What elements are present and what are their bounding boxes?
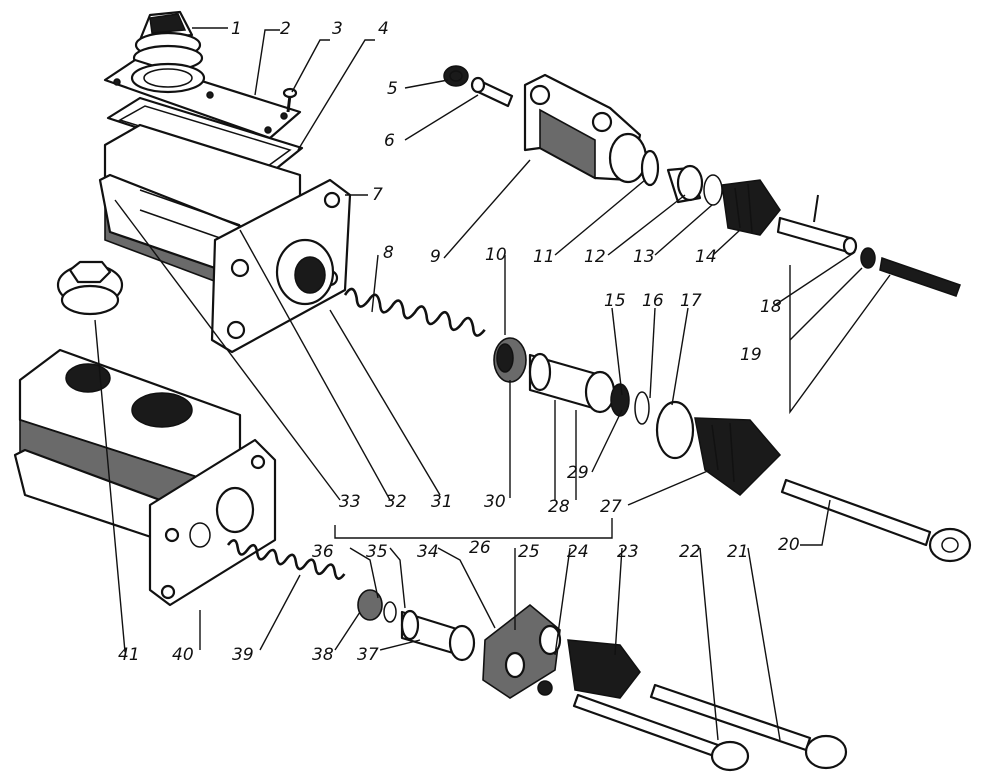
callout-25: 25 bbox=[518, 542, 540, 562]
lower-reservoir-cap bbox=[56, 260, 124, 316]
cup-10 bbox=[493, 337, 527, 383]
callout-28: 28 bbox=[548, 497, 570, 517]
callout-15: 15 bbox=[604, 291, 626, 311]
rod-21 bbox=[649, 683, 848, 770]
callout-4: 4 bbox=[378, 19, 389, 39]
lower-mounting-flange bbox=[148, 438, 277, 607]
callout-6: 6 bbox=[384, 131, 395, 151]
flange-25 bbox=[482, 603, 562, 699]
seal-11 bbox=[640, 149, 660, 187]
slave-cylinder-body-9 bbox=[523, 73, 648, 184]
piston-37 bbox=[400, 609, 476, 662]
callout-31: 31 bbox=[431, 492, 453, 512]
callout-39: 39 bbox=[232, 645, 254, 665]
callout-30: 30 bbox=[484, 492, 506, 512]
callout-29: 29 bbox=[567, 463, 589, 483]
callout-18: 18 bbox=[760, 297, 782, 317]
callout-17: 17 bbox=[680, 291, 702, 311]
callout-27: 27 bbox=[600, 497, 622, 517]
callout-10: 10 bbox=[485, 245, 507, 265]
callout-1: 1 bbox=[231, 19, 242, 39]
piston-28 bbox=[528, 352, 616, 414]
callout-2: 2 bbox=[280, 19, 291, 39]
pushrod-20 bbox=[780, 478, 972, 563]
callout-20: 20 bbox=[778, 535, 800, 555]
callout-labels: 1 2 3 4 5 6 7 8 9 10 11 12 13 14 15 16 1… bbox=[118, 19, 800, 665]
nut-24 bbox=[537, 680, 553, 696]
callout-33: 33 bbox=[339, 492, 361, 512]
callout-41: 41 bbox=[118, 645, 140, 665]
callout-38: 38 bbox=[312, 645, 334, 665]
seal-15 bbox=[610, 383, 630, 417]
spring-8 bbox=[343, 287, 486, 337]
callout-12: 12 bbox=[584, 247, 606, 267]
callout-7: 7 bbox=[372, 185, 383, 205]
callout-11: 11 bbox=[533, 247, 555, 267]
rod-22 bbox=[572, 693, 750, 772]
bleeder-screw-6 bbox=[470, 76, 514, 108]
sleeve-17 bbox=[655, 400, 695, 460]
callout-34: 34 bbox=[417, 542, 439, 562]
callout-32: 32 bbox=[385, 492, 407, 512]
nut-5 bbox=[443, 65, 469, 87]
upper-reservoir-cap bbox=[132, 10, 204, 72]
callout-24: 24 bbox=[567, 542, 589, 562]
callout-8: 8 bbox=[383, 243, 394, 263]
callout-16: 16 bbox=[642, 291, 664, 311]
piston-12 bbox=[666, 164, 704, 204]
boot-27 bbox=[694, 417, 782, 496]
leader-lines bbox=[94, 27, 891, 741]
callout-37: 37 bbox=[357, 645, 379, 665]
cup-38 bbox=[357, 589, 383, 621]
boot-14 bbox=[721, 179, 781, 236]
callout-21: 21 bbox=[727, 542, 749, 562]
callout-5: 5 bbox=[387, 79, 398, 99]
boot-23 bbox=[567, 639, 641, 699]
callout-36: 36 bbox=[312, 542, 334, 562]
upper-mounting-flange bbox=[210, 178, 352, 354]
callout-40: 40 bbox=[172, 645, 194, 665]
callout-14: 14 bbox=[695, 247, 717, 267]
callout-13: 13 bbox=[633, 247, 655, 267]
ring-16 bbox=[634, 391, 650, 425]
ring-36 bbox=[383, 601, 397, 623]
ring-13 bbox=[703, 174, 723, 206]
upper-cylinder-body bbox=[98, 123, 302, 302]
nut-19 bbox=[860, 247, 876, 269]
callout-9: 9 bbox=[430, 247, 441, 267]
callout-3: 3 bbox=[332, 19, 343, 39]
callout-22: 22 bbox=[679, 542, 701, 562]
pushrod-18 bbox=[776, 194, 858, 256]
callout-35: 35 bbox=[366, 542, 388, 562]
reservoir-cover-plate bbox=[103, 58, 302, 140]
threaded-rod-19 bbox=[879, 257, 961, 297]
callout-19: 19 bbox=[740, 345, 762, 365]
spring-39 bbox=[226, 539, 346, 580]
callout-26: 26 bbox=[469, 538, 491, 558]
callout-23: 23 bbox=[617, 542, 639, 562]
